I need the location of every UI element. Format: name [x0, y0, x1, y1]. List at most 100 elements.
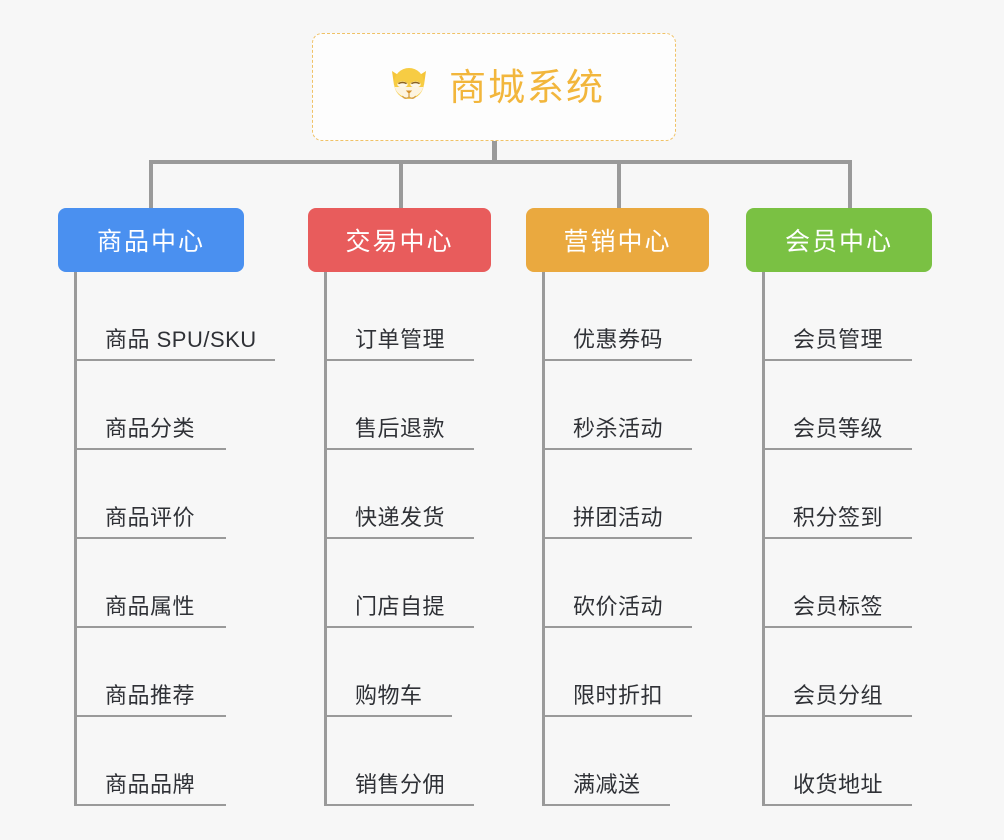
- leaf-list-4: 会员管理 会员等级 积分签到 会员标签 会员分组 收货地址: [746, 272, 932, 806]
- leaf-item[interactable]: 收货地址: [746, 717, 932, 806]
- category-header-3[interactable]: 营销中心: [526, 208, 709, 272]
- leaf-label: 会员管理: [793, 326, 884, 352]
- leaf-underline: [542, 359, 692, 361]
- root-node-title: 商城系统: [449, 66, 605, 108]
- leaf-item[interactable]: 订单管理: [308, 272, 494, 361]
- leaf-underline: [542, 715, 692, 717]
- leaf-item[interactable]: 商品品牌: [58, 717, 248, 806]
- leaf-label: 积分签到: [793, 504, 884, 530]
- category-header-3-label: 营销中心: [563, 228, 672, 256]
- leaf-underline: [74, 359, 275, 361]
- leaf-label: 商品属性: [105, 593, 196, 619]
- leaf-underline: [762, 448, 912, 450]
- leaf-list-1: 商品 SPU/SKU 商品分类 商品评价 商品属性 商品推荐 商品品牌: [58, 272, 275, 806]
- leaf-underline: [542, 804, 670, 806]
- leaf-label: 购物车: [355, 682, 423, 708]
- leaf-underline: [74, 448, 226, 450]
- leaf-label: 商品评价: [105, 504, 196, 530]
- leaf-list-2: 订单管理 售后退款 快递发货 门店自提 购物车 销售分佣: [308, 272, 494, 806]
- leaf-label: 秒杀活动: [573, 415, 664, 441]
- trunk-line-1: [74, 272, 77, 806]
- leaf-label: 商品推荐: [105, 682, 196, 708]
- category-header-4[interactable]: 会员中心: [746, 208, 932, 272]
- leaf-label: 会员等级: [793, 415, 884, 441]
- leaf-underline: [542, 626, 692, 628]
- leaf-underline: [762, 626, 912, 628]
- leaf-underline: [542, 537, 692, 539]
- leaf-underline: [762, 359, 912, 361]
- branch-column-2: 交易中心 订单管理 售后退款 快递发货 门店自提 购物车: [308, 208, 494, 806]
- leaf-label: 会员标签: [793, 593, 884, 619]
- leaf-item[interactable]: 商品 SPU/SKU: [58, 272, 275, 361]
- connector-drop-1: [149, 160, 153, 210]
- category-header-1[interactable]: 商品中心: [58, 208, 244, 272]
- leaf-item[interactable]: 秒杀活动: [526, 361, 712, 450]
- leaf-underline: [324, 359, 474, 361]
- leaf-item[interactable]: 商品分类: [58, 361, 248, 450]
- category-header-4-label: 会员中心: [784, 228, 893, 256]
- trunk-line-3: [542, 272, 545, 806]
- leaf-label: 快递发货: [355, 504, 446, 530]
- leaf-label: 限时折扣: [573, 682, 664, 708]
- category-header-2-label: 交易中心: [345, 228, 454, 256]
- leaf-underline: [324, 626, 474, 628]
- leaf-item[interactable]: 限时折扣: [526, 628, 712, 717]
- leaf-underline: [324, 715, 452, 717]
- shiba-inu-face-icon: [383, 61, 435, 113]
- trunk-line-2: [324, 272, 327, 806]
- leaf-label: 订单管理: [355, 326, 446, 352]
- branch-column-4: 会员中心 会员管理 会员等级 积分签到 会员标签 会员分组: [746, 208, 932, 806]
- leaf-item[interactable]: 优惠券码: [526, 272, 712, 361]
- leaf-item[interactable]: 快递发货: [308, 450, 494, 539]
- leaf-underline: [74, 626, 226, 628]
- leaf-label: 门店自提: [355, 593, 446, 619]
- connector-drop-3: [617, 160, 621, 210]
- leaf-item[interactable]: 会员等级: [746, 361, 932, 450]
- root-node-card[interactable]: 商城系统: [312, 33, 676, 141]
- leaf-item[interactable]: 售后退款: [308, 361, 494, 450]
- leaf-label: 拼团活动: [573, 504, 664, 530]
- leaf-label: 满减送: [573, 771, 641, 797]
- leaf-item[interactable]: 销售分佣: [308, 717, 494, 806]
- branch-column-1: 商品中心 商品 SPU/SKU 商品分类 商品评价 商品属性 商品推荐: [58, 208, 275, 806]
- leaf-underline: [74, 537, 226, 539]
- connector-drop-2: [399, 160, 403, 210]
- trunk-line-4: [762, 272, 765, 806]
- leaf-item[interactable]: 会员标签: [746, 539, 932, 628]
- leaf-list-3: 优惠券码 秒杀活动 拼团活动 砍价活动 限时折扣 满减送: [526, 272, 712, 806]
- leaf-item[interactable]: 商品推荐: [58, 628, 248, 717]
- leaf-item[interactable]: 会员管理: [746, 272, 932, 361]
- leaf-underline: [542, 448, 692, 450]
- leaf-label: 会员分组: [793, 682, 884, 708]
- leaf-item[interactable]: 砍价活动: [526, 539, 712, 628]
- leaf-underline: [74, 715, 226, 717]
- leaf-item[interactable]: 购物车: [308, 628, 494, 717]
- leaf-item[interactable]: 满减送: [526, 717, 712, 806]
- leaf-item[interactable]: 积分签到: [746, 450, 932, 539]
- leaf-label: 售后退款: [355, 415, 446, 441]
- category-header-1-label: 商品中心: [96, 228, 205, 256]
- leaf-label: 商品品牌: [105, 771, 196, 797]
- leaf-label: 商品分类: [105, 415, 196, 441]
- leaf-underline: [762, 804, 912, 806]
- leaf-underline: [324, 537, 474, 539]
- leaf-item[interactable]: 门店自提: [308, 539, 494, 628]
- connector-horizontal-bus: [149, 160, 852, 164]
- leaf-label: 销售分佣: [355, 771, 446, 797]
- leaf-item[interactable]: 会员分组: [746, 628, 932, 717]
- leaf-item[interactable]: 拼团活动: [526, 450, 712, 539]
- leaf-label: 商品 SPU/SKU: [105, 326, 257, 352]
- leaf-underline: [762, 715, 912, 717]
- leaf-item[interactable]: 商品属性: [58, 539, 248, 628]
- branch-column-3: 营销中心 优惠券码 秒杀活动 拼团活动 砍价活动 限时折扣: [526, 208, 712, 806]
- leaf-label: 砍价活动: [573, 593, 664, 619]
- leaf-label: 收货地址: [793, 771, 884, 797]
- leaf-underline: [324, 804, 474, 806]
- leaf-label: 优惠券码: [573, 326, 664, 352]
- connector-root-stem: [492, 141, 497, 164]
- connector-drop-4: [848, 160, 852, 210]
- leaf-item[interactable]: 商品评价: [58, 450, 248, 539]
- leaf-underline: [324, 448, 474, 450]
- category-header-2[interactable]: 交易中心: [308, 208, 491, 272]
